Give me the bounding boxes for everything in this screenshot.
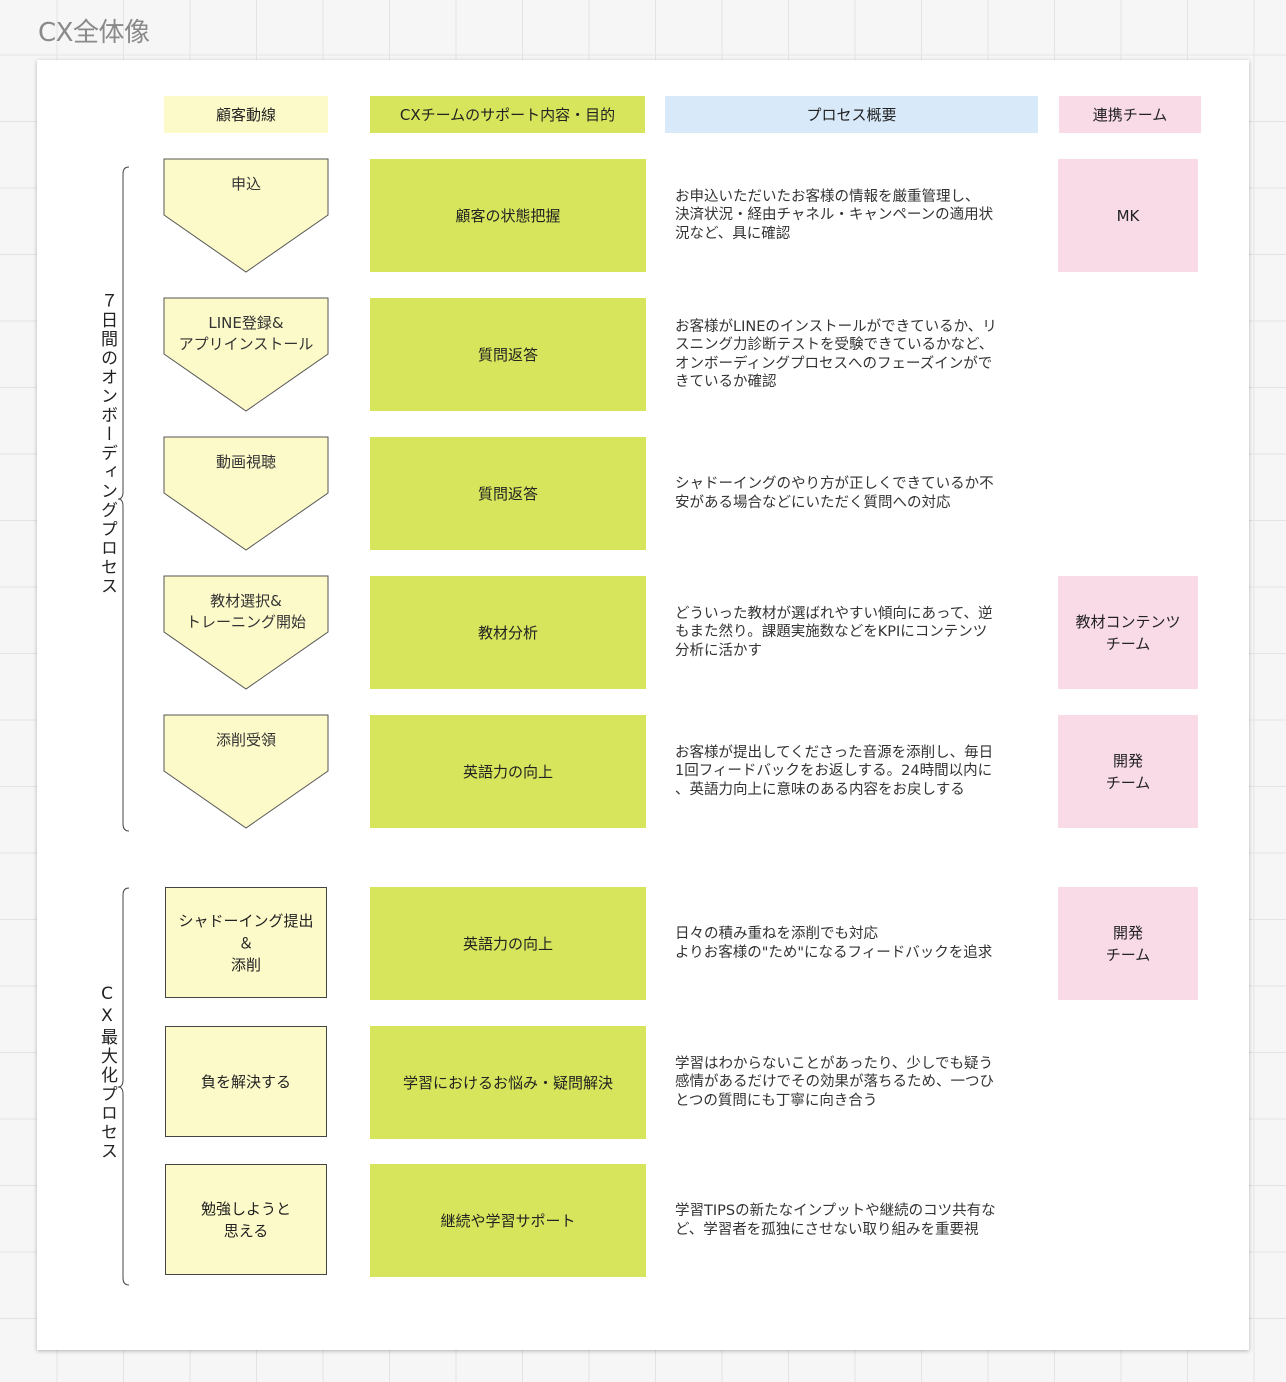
process-text: 学習TIPSの新たなインプットや継続のコツ共有な ど、学習者を孤独にさせない取り… — [675, 1164, 1035, 1277]
team-box: 開発 チーム — [1058, 887, 1198, 1000]
board-title: CX全体像 — [38, 18, 150, 48]
flow-step-label: LINE登録& アプリインストール — [178, 314, 314, 353]
flow-step-label: 動画視聴 — [215, 453, 276, 471]
team-box: 教材コンテンツ チーム — [1058, 576, 1198, 689]
flow-step-box: 負を解決する — [165, 1026, 327, 1137]
support-box: 英語力の向上 — [370, 887, 646, 1000]
brace-cx-max — [117, 887, 130, 1286]
flow-step-box: 勉強しようと 思える — [165, 1164, 327, 1275]
flow-step-box: シャドーイング提出 ＆ 添削 — [165, 887, 327, 998]
header-support-content: CXチームのサポート内容・目的 — [370, 96, 645, 133]
team-box: 開発 チーム — [1058, 715, 1198, 828]
support-box: 学習におけるお悩み・疑問解決 — [370, 1026, 646, 1139]
diagram-frame: 顧客動線 CXチームのサポート内容・目的 プロセス概要 連携チーム ７日間のオン… — [37, 60, 1249, 1350]
process-text: 日々の積み重ねを添削でも対応 よりお客様の"ため"になるフィードバックを追求 — [675, 887, 1035, 1000]
brace-onboarding — [117, 166, 130, 832]
process-text-content: 学習TIPSの新たなインプットや継続のコツ共有な ど、学習者を孤独にさせない取り… — [675, 1203, 996, 1238]
flow-step-label: 添削受領 — [215, 731, 276, 749]
process-text: 学習はわからないことがあったり、少しでも疑う 感情があるだけでその効果が落ちるた… — [675, 1026, 1035, 1139]
process-text: お客様がLINEのインストールができているか、リ スニング力診断テストを受験でき… — [675, 298, 1035, 411]
process-text-content: お客様が提出してくださった音源を添削し、毎日 1回フィードバックをお返しする。2… — [675, 744, 994, 798]
group-label-onboarding: ７日間のオンボーディングプロセス — [97, 292, 117, 596]
process-text-content: 学習はわからないことがあったり、少しでも疑う 感情があるだけでその効果が落ちるた… — [675, 1055, 994, 1109]
process-text-content: お申込いただいたお客様の情報を厳重管理し、 決済状況・経由チャネル・キャンペーン… — [675, 188, 994, 242]
flow-step-chevron: 動画視聴 — [163, 436, 329, 552]
process-text: どういった教材が選ばれやすい傾向にあって、逆 もまた然り。課題実施数などをKPI… — [675, 576, 1035, 689]
support-box: 教材分析 — [370, 576, 646, 689]
process-text-content: どういった教材が選ばれやすい傾向にあって、逆 もまた然り。課題実施数などをKPI… — [675, 605, 993, 659]
group-label-cx-max: CX最大化プロセス — [97, 984, 117, 1161]
support-box: 顧客の状態把握 — [370, 159, 646, 272]
support-box: 継続や学習サポート — [370, 1164, 646, 1277]
process-text-content: シャドーイングのやり方が正しくできているか不 安がある場合などにいただく質問への… — [675, 476, 994, 511]
flow-step-chevron: 教材選択& トレーニング開始 — [163, 575, 329, 691]
flow-step-chevron: 添削受領 — [163, 714, 329, 830]
support-box: 質問返答 — [370, 437, 646, 550]
team-box: MK — [1058, 159, 1198, 272]
process-text: お申込いただいたお客様の情報を厳重管理し、 決済状況・経由チャネル・キャンペーン… — [675, 159, 1035, 272]
support-box: 質問返答 — [370, 298, 646, 411]
header-customer-flow: 顧客動線 — [164, 96, 328, 133]
flow-step-chevron: LINE登録& アプリインストール — [163, 297, 329, 413]
process-text-content: お客様がLINEのインストールができているか、リ スニング力診断テストを受験でき… — [675, 318, 997, 391]
process-text: シャドーイングのやり方が正しくできているか不 安がある場合などにいただく質問への… — [675, 437, 1035, 550]
flow-step-label: 教材選択& トレーニング開始 — [185, 592, 306, 631]
flow-step-label: 申込 — [230, 175, 261, 193]
flow-step-chevron: 申込 — [163, 158, 329, 274]
header-process-overview: プロセス概要 — [665, 96, 1038, 133]
support-box: 英語力の向上 — [370, 715, 646, 828]
process-text-content: 日々の積み重ねを添削でも対応 よりお客様の"ため"になるフィードバックを追求 — [675, 926, 993, 961]
header-partner-team: 連携チーム — [1059, 96, 1201, 133]
process-text: お客様が提出してくださった音源を添削し、毎日 1回フィードバックをお返しする。2… — [675, 715, 1035, 828]
